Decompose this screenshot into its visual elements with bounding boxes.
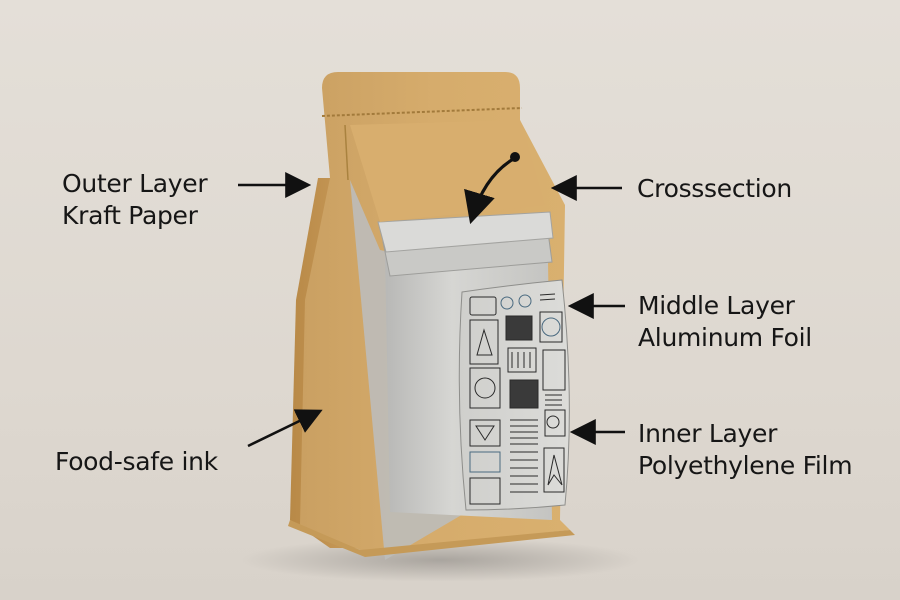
label-inner-layer-material: Polyethylene Film	[638, 451, 853, 480]
printed-film-panel	[458, 279, 570, 511]
label-crosssection-title: Crosssection	[637, 174, 792, 203]
label-outer-layer-material: Kraft Paper	[62, 201, 198, 230]
label-crosssection: Crosssection	[637, 173, 792, 205]
label-inner-layer-title: Inner Layer	[638, 419, 778, 448]
label-inner-layer: Inner Layer Polyethylene Film	[638, 418, 853, 482]
label-outer-layer: Outer Layer Kraft Paper	[62, 168, 208, 232]
arrow-food-safe-ink-icon	[247, 409, 323, 448]
label-food-safe-ink: Food-safe ink	[55, 446, 218, 478]
label-middle-layer-title: Middle Layer	[638, 291, 795, 320]
label-middle-layer: Middle Layer Aluminum Foil	[638, 290, 812, 354]
floor-shadow	[240, 538, 640, 582]
kraft-flap	[350, 120, 545, 222]
curved-arrow-icon	[464, 156, 516, 225]
seal-stitch	[321, 107, 523, 117]
label-middle-layer-material: Aluminum Foil	[638, 323, 812, 352]
label-food-safe-ink-title: Food-safe ink	[55, 447, 218, 476]
label-outer-layer-title: Outer Layer	[62, 169, 208, 198]
